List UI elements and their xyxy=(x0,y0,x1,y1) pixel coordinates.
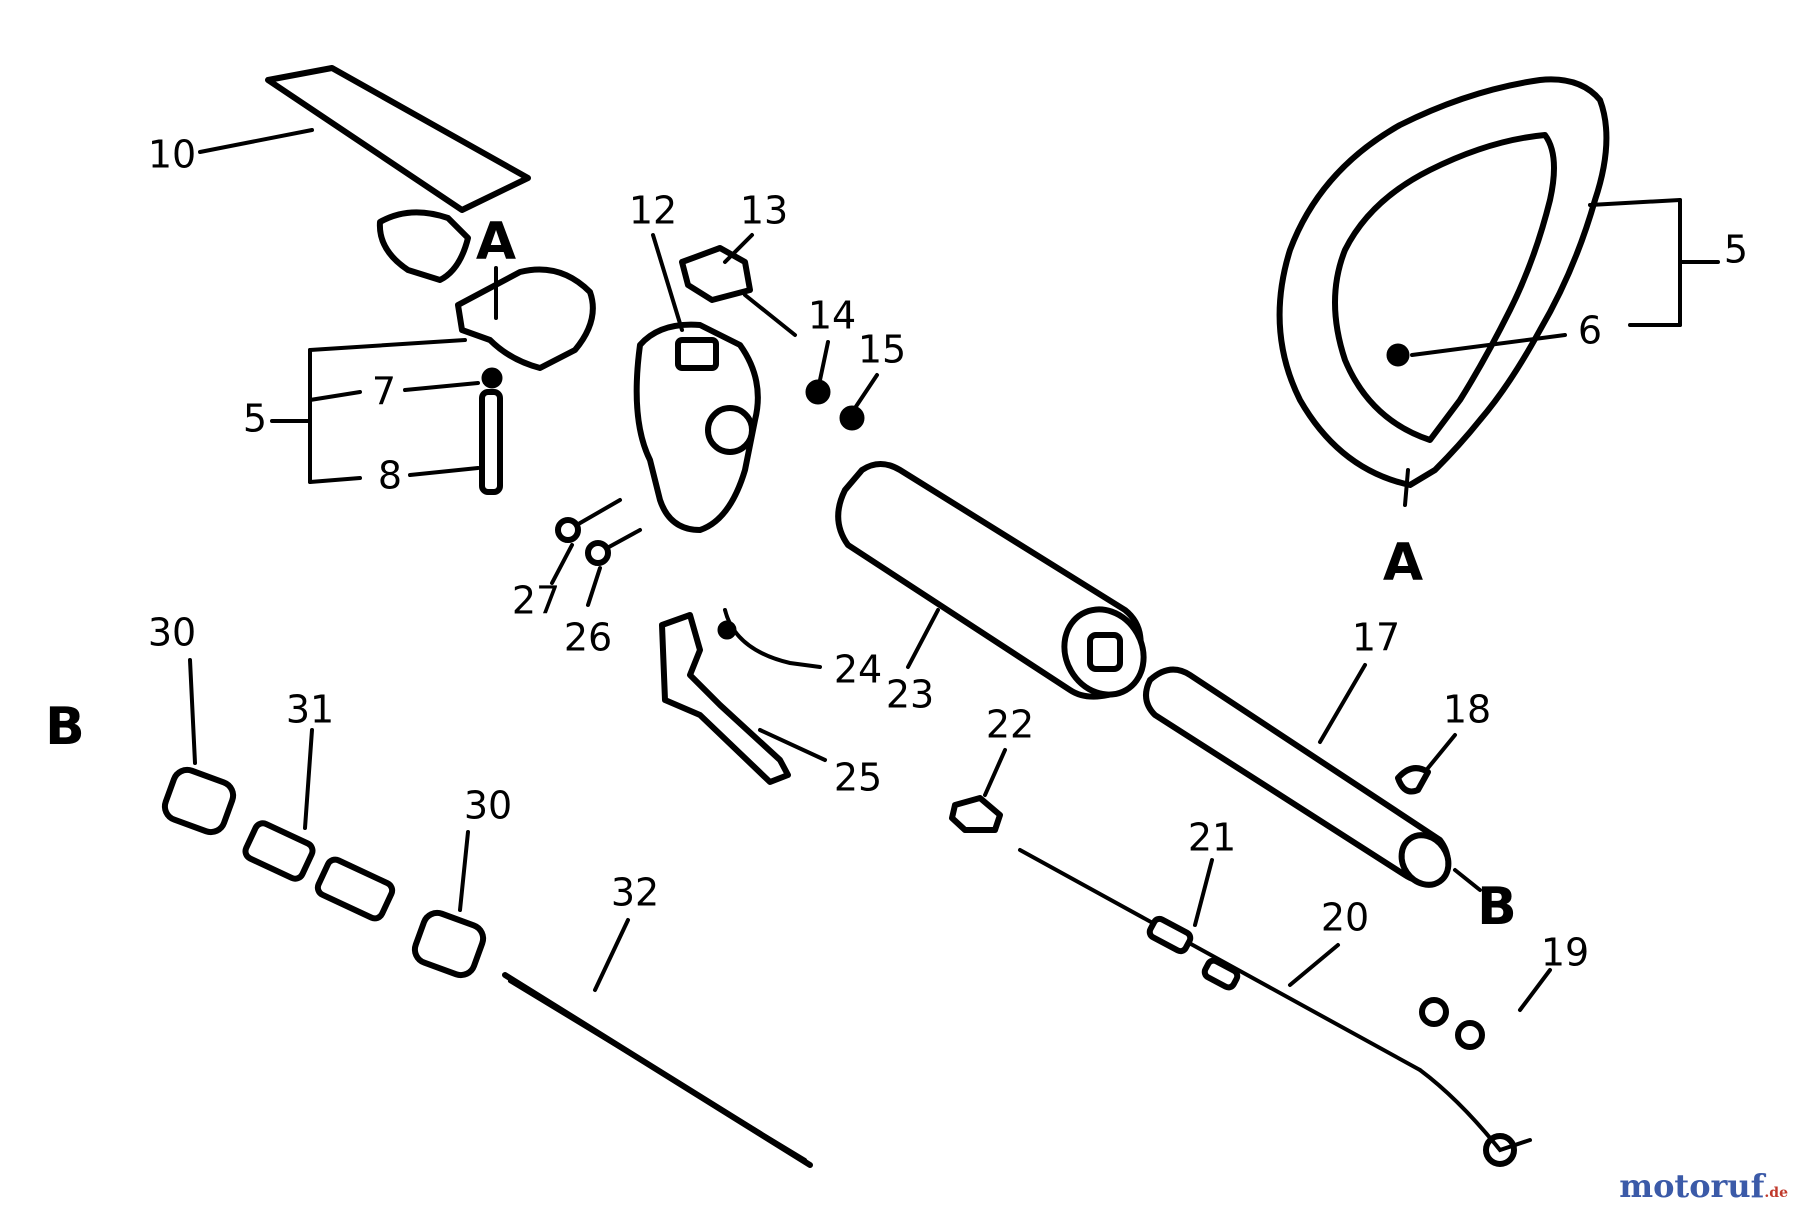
callout-14: 14 xyxy=(808,294,856,338)
part-10-decal xyxy=(265,65,531,213)
part-22-adjuster xyxy=(949,795,1003,833)
part-17-tube-end xyxy=(1398,832,1452,888)
leader-6 xyxy=(1410,333,1567,357)
part-8-bolt xyxy=(479,389,503,495)
callout-12: 12 xyxy=(629,189,677,233)
callout-27: 27 xyxy=(512,579,560,623)
leader-B-right xyxy=(1453,868,1482,892)
watermark-tld: .de xyxy=(1764,1185,1788,1201)
callout-23: 23 xyxy=(886,673,934,717)
part-32-shaft-inner xyxy=(508,979,807,1162)
callout-24: 24 xyxy=(834,648,882,692)
part-5-front-handle-inner xyxy=(1332,132,1557,443)
part-24-spring xyxy=(723,608,822,669)
leader-26 xyxy=(586,566,602,607)
callout-20: 20 xyxy=(1321,896,1369,940)
part-18-clip xyxy=(1395,765,1431,795)
part-cap xyxy=(376,209,471,283)
leader-19 xyxy=(1518,968,1552,1012)
leader-A-right xyxy=(1403,468,1410,507)
leader-22 xyxy=(983,748,1007,797)
ref-B-right: B xyxy=(1477,877,1517,937)
callout-8: 8 xyxy=(378,454,402,498)
callout-10: 10 xyxy=(148,133,196,177)
callout-6: 6 xyxy=(1578,309,1602,353)
leader-23 xyxy=(906,608,940,669)
part-12-slot xyxy=(675,337,719,371)
part-19-nut-b xyxy=(1455,1020,1485,1050)
part-19-nut-a xyxy=(1419,997,1449,1027)
callout-5-right: 5 xyxy=(1724,228,1748,272)
part-20-ferrule xyxy=(1201,957,1241,991)
ref-A-right: A xyxy=(1383,533,1423,593)
part-20-cable-tail xyxy=(1418,1068,1532,1153)
leader-15 xyxy=(853,373,879,410)
leader-31 xyxy=(303,728,314,830)
callout-15: 15 xyxy=(858,328,906,372)
leader-18 xyxy=(1426,733,1457,770)
leader-13 xyxy=(723,233,754,264)
part-13-switch xyxy=(679,245,753,303)
part-26-screw-head xyxy=(585,540,611,566)
callout-30b: 30 xyxy=(464,784,512,828)
part-31-coupler-b xyxy=(314,856,396,922)
leader-5-right-top xyxy=(1588,198,1682,207)
part-12-bore xyxy=(705,405,755,455)
part-25-lever xyxy=(659,612,791,785)
callout-22: 22 xyxy=(986,703,1034,747)
part-15-nut xyxy=(839,405,865,431)
leader-20 xyxy=(1288,943,1340,987)
callout-26: 26 xyxy=(564,616,612,660)
leader-27 xyxy=(550,543,574,585)
part-30-bushing-b xyxy=(411,909,487,979)
leader-14 xyxy=(818,340,830,382)
leader-25 xyxy=(758,728,827,762)
part-27-screw-head xyxy=(555,517,581,543)
leader-7b xyxy=(308,390,362,402)
leader-5-bracket-top xyxy=(308,338,467,352)
leader-10 xyxy=(198,128,314,154)
callout-13: 13 xyxy=(740,189,788,233)
callout-18: 18 xyxy=(1443,688,1491,732)
callout-21: 21 xyxy=(1188,816,1236,860)
callout-32: 32 xyxy=(611,871,659,915)
callout-5-left: 5 xyxy=(243,397,267,441)
part-14-nut xyxy=(805,379,831,405)
ref-B-left: B xyxy=(45,697,85,757)
ref-A-left: A xyxy=(476,212,516,272)
watermark-text: motoruf xyxy=(1619,1167,1765,1205)
leader-8 xyxy=(308,476,362,484)
callout-17: 17 xyxy=(1352,616,1400,660)
part-6-nut xyxy=(1386,343,1410,367)
leader-7 xyxy=(403,381,480,392)
part-7-washer xyxy=(481,367,503,389)
callout-19: 19 xyxy=(1541,931,1589,975)
part-5-clamp-left xyxy=(455,266,596,371)
callout-25: 25 xyxy=(834,756,882,800)
part-24-spring-eye xyxy=(717,620,737,640)
leader-12 xyxy=(651,233,684,332)
part-13-wire xyxy=(743,293,797,337)
leader-30a xyxy=(188,658,197,765)
leader-8b xyxy=(408,466,480,477)
callout-31: 31 xyxy=(286,688,334,732)
leader-21 xyxy=(1193,858,1214,927)
leader-17 xyxy=(1318,663,1367,744)
part-21-ferrule xyxy=(1146,915,1194,955)
watermark-logo: motoruf.de xyxy=(1619,1167,1788,1205)
part-31-coupler-a xyxy=(242,820,316,882)
leader-32 xyxy=(593,918,630,992)
part-23-grip-hole xyxy=(1087,632,1123,672)
leader-30b xyxy=(458,830,470,912)
callout-30a: 30 xyxy=(148,611,196,655)
part-30-bushing-a xyxy=(161,766,237,836)
part-12-housing xyxy=(633,321,761,533)
callout-7: 7 xyxy=(372,370,396,414)
